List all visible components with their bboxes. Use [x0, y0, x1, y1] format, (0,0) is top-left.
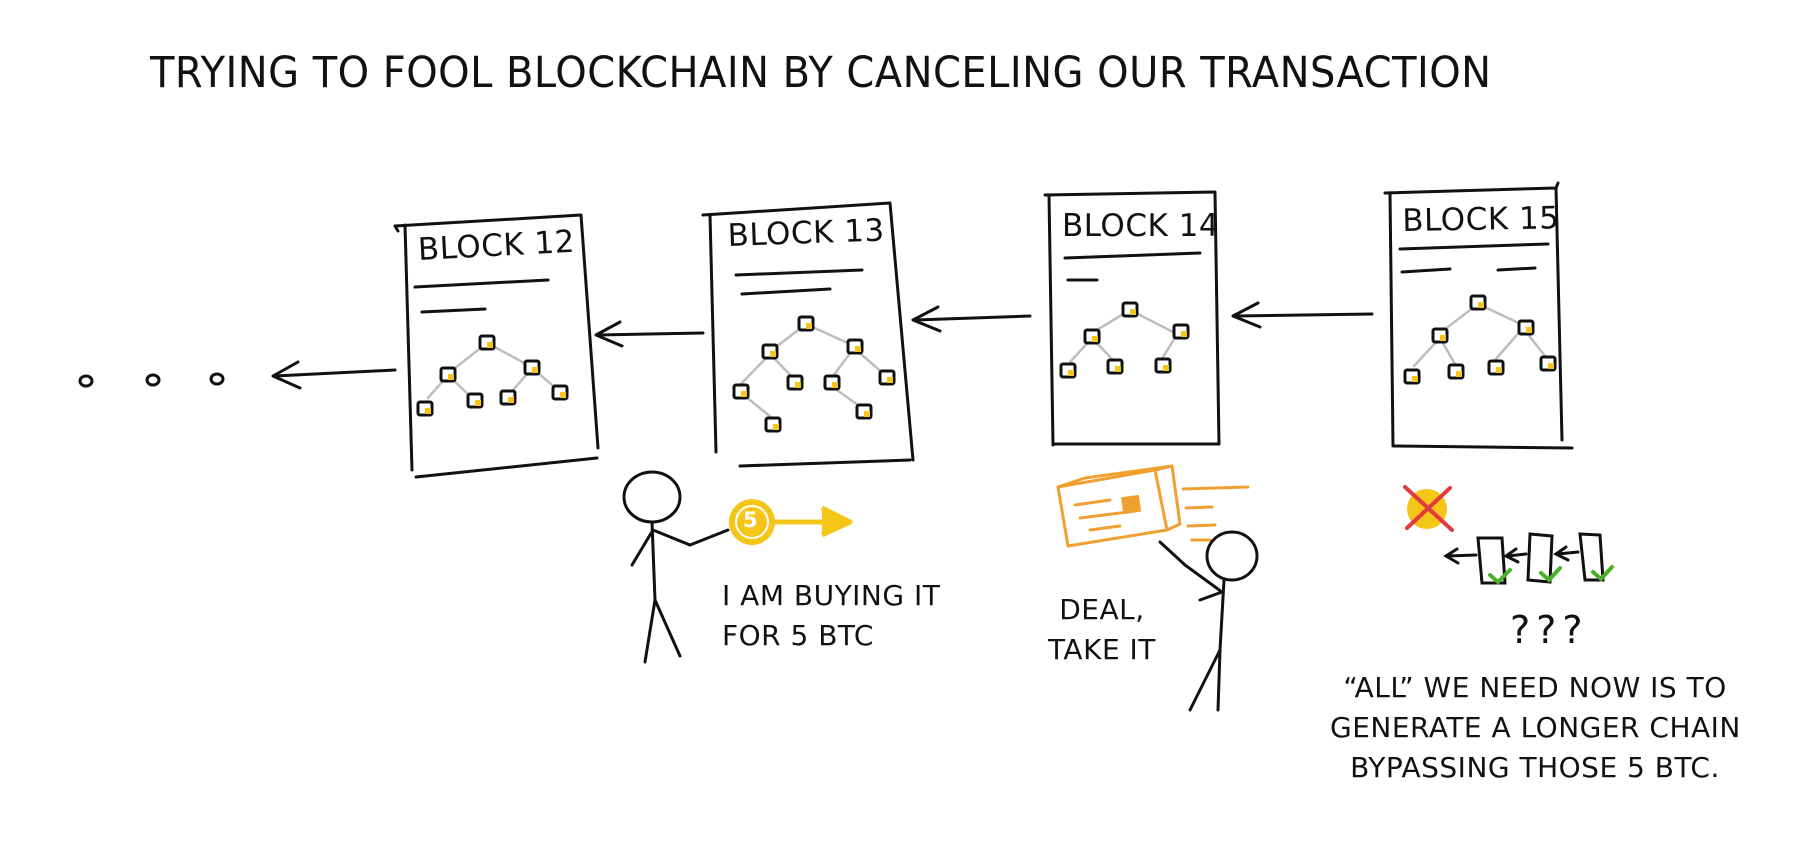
block-14-tree-links	[1068, 308, 1178, 364]
check-icon	[1591, 565, 1614, 582]
block-13-header-line	[740, 287, 832, 296]
block-15-outline	[1383, 181, 1574, 450]
seller-caption: DEAL, TAKE IT	[1048, 590, 1156, 670]
tree-node-icon	[846, 338, 864, 355]
tree-node-icon	[478, 334, 496, 351]
ellipsis-dot	[209, 372, 225, 386]
tree-node-icon	[855, 403, 873, 420]
tree-node-icon	[764, 416, 782, 433]
arrow-to-block-14	[1231, 301, 1374, 329]
tree-node-icon	[1083, 328, 1101, 345]
buyer-caption: I AM BUYING IT FOR 5 BTC	[722, 576, 940, 656]
tree-node-icon	[523, 359, 541, 376]
block-12	[393, 213, 600, 479]
block-12-outline	[393, 213, 600, 479]
check-icon	[1539, 566, 1562, 583]
attack-caption-line: GENERATE A LONGER CHAIN	[1330, 711, 1741, 744]
arrow-to-ellipsis	[271, 360, 397, 390]
mini-arrow	[1443, 547, 1478, 565]
arrow-to-block-12	[594, 320, 705, 348]
attack-caption: “ALL” WE NEED NOW IS TO GENERATE A LONGE…	[1330, 668, 1740, 788]
coin-value: 5	[743, 508, 759, 532]
arrow-to-block-13	[911, 305, 1032, 333]
tree-node-icon	[732, 383, 750, 400]
ellipsis-dot	[145, 373, 161, 387]
tree-node-icon	[1469, 294, 1487, 311]
tree-node-icon	[1517, 319, 1535, 336]
mini-arrow	[1553, 545, 1580, 562]
mini-block	[1578, 532, 1605, 582]
check-icon	[1488, 568, 1512, 585]
tree-node-icon	[1106, 358, 1124, 375]
chain-ellipsis	[78, 372, 225, 388]
buyer-caption-line: FOR 5 BTC	[722, 619, 874, 652]
block-15-tree-links	[1412, 302, 1547, 368]
buyer-stick-figure	[622, 470, 730, 664]
crossed-coin-icon	[1403, 485, 1454, 532]
tree-node-icon	[1154, 357, 1172, 374]
block-14-tree-nodes	[1059, 301, 1190, 379]
buyer-caption-line: I AM BUYING IT	[722, 579, 941, 612]
block-13-tree-links	[738, 322, 887, 420]
block-15-header-line	[1398, 242, 1550, 251]
block-15	[1383, 181, 1574, 450]
speed-lines	[1181, 485, 1250, 542]
tree-node-icon	[551, 384, 569, 401]
seller-stick-figure	[1158, 530, 1259, 712]
attack-caption-line: “ALL” WE NEED NOW IS TO	[1343, 671, 1727, 704]
buyer-head	[622, 470, 682, 524]
tree-node-icon	[1121, 301, 1139, 318]
block-12-tree-nodes	[416, 334, 569, 417]
block-12-header-line	[413, 278, 550, 289]
tree-node-icon	[499, 389, 517, 406]
block-14	[1043, 190, 1221, 447]
attack-caption-line: BYPASSING THOSE 5 BTC.	[1350, 751, 1720, 784]
tree-node-icon	[1539, 355, 1557, 372]
tree-node-icon	[1059, 362, 1077, 379]
tree-node-icon	[416, 400, 434, 417]
tree-node-icon	[466, 392, 484, 409]
seller-body	[1158, 540, 1226, 712]
block-13	[701, 201, 915, 468]
tree-node-icon	[761, 343, 779, 360]
block-15-header-line	[1400, 266, 1537, 274]
tree-node-icon	[878, 369, 896, 386]
block-14-label: BLOCK 14	[1062, 208, 1220, 244]
package-icon	[1056, 464, 1250, 548]
mini-arrow	[1503, 547, 1528, 564]
seller-head	[1205, 530, 1259, 582]
block-13-tree-nodes	[732, 315, 896, 433]
ellipsis-dot	[78, 374, 94, 388]
mini-block	[1526, 532, 1554, 584]
block-12-tree-links	[426, 341, 560, 402]
tree-node-icon	[786, 374, 804, 391]
question-marks: ???	[1510, 608, 1589, 652]
block-13-label: BLOCK 13	[727, 212, 886, 254]
seller-caption-line: TAKE IT	[1048, 633, 1156, 666]
tree-node-icon	[1403, 368, 1421, 385]
tree-node-icon	[797, 315, 815, 332]
tree-node-icon	[1172, 323, 1190, 340]
mini-block	[1476, 536, 1507, 585]
block-12-header-line	[420, 307, 487, 314]
tree-node-icon	[439, 366, 457, 383]
tree-node-icon	[1431, 327, 1449, 344]
tree-node-icon	[823, 374, 841, 391]
block-15-label: BLOCK 15	[1402, 200, 1560, 239]
buyer-body	[630, 520, 730, 664]
alternative-chain	[1443, 532, 1614, 585]
comic-title: TRYING TO FOOL BLOCKCHAIN BY CANCELING O…	[150, 48, 1492, 98]
tree-node-icon	[1487, 359, 1505, 376]
coin-arrow	[729, 499, 853, 545]
block-13-header-line	[734, 268, 864, 277]
block-14-outline	[1043, 190, 1221, 447]
block-14-header-line	[1063, 251, 1202, 260]
seller-caption-line: DEAL,	[1059, 593, 1145, 626]
block-13-outline	[701, 201, 915, 468]
tree-node-icon	[1447, 363, 1465, 380]
